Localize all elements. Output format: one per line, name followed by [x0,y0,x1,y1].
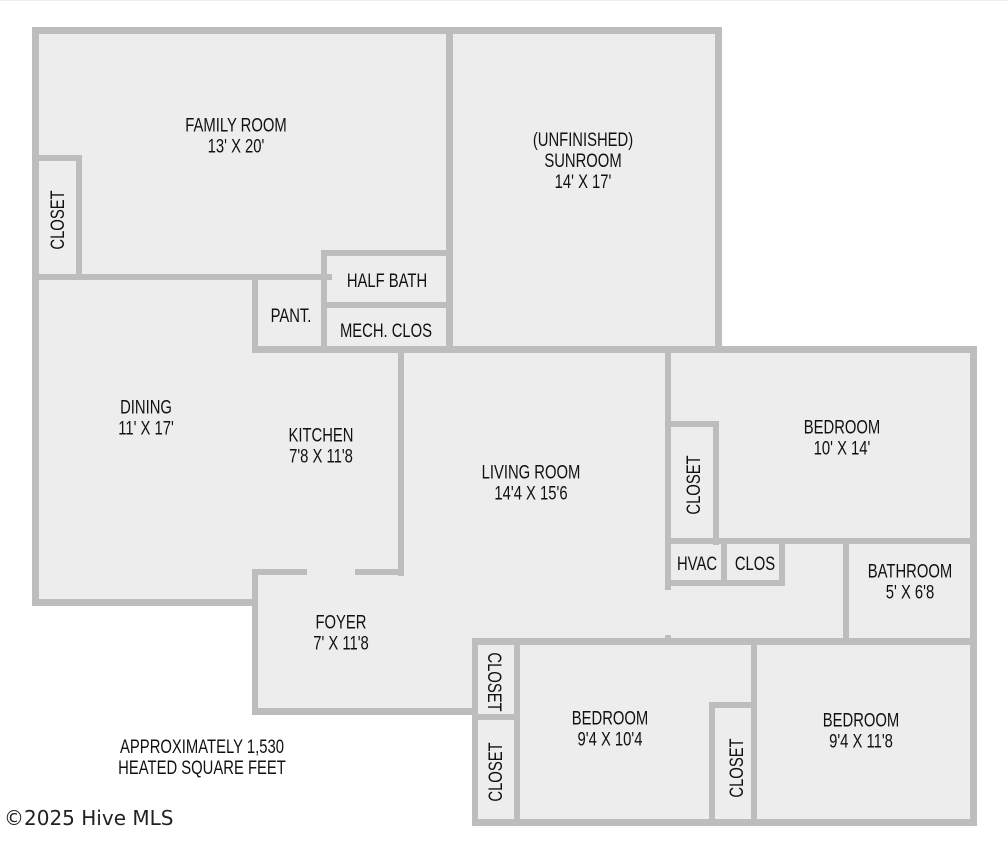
room-label-closet-bedroom2: CLOSET [485,742,506,801]
room-name: FOYER [316,612,367,633]
room-name: BEDROOM [823,710,899,731]
room-label-closet-foyer: CLOSET [484,652,505,711]
room-size: 9'4 X 10'4 [578,729,643,750]
room-size: 14'4 X 15'6 [494,483,567,504]
room-name: CLOSET [726,738,747,797]
room-name: BATHROOM [868,561,952,582]
walls [32,27,977,826]
room-name: KITCHEN [289,425,354,446]
room-label-closet-family: CLOSET [47,190,68,249]
room-name: CLOSET [485,742,506,801]
room-size: 7'8 X 11'8 [289,446,353,467]
room-label-closet-bedroom3: CLOSET [726,738,747,797]
room-size: 11' X 17' [118,418,174,439]
room-label-clos: CLOS [735,553,775,574]
room-label-hvac: HVAC [677,553,717,574]
room-name: MECH. CLOS [340,320,432,341]
room-name: CLOSET [683,455,704,514]
room-name: CLOSET [484,652,505,711]
room-name: CLOS [735,553,775,574]
room-size: 9'4 X 11'8 [829,731,893,752]
copyright-watermark: ©2025 Hive MLS [4,806,174,830]
room-size: 10' X 14' [814,438,871,459]
room-label-mech-closet: MECH. CLOS [340,320,432,341]
room-size: 14' X 17' [555,171,612,192]
top-divider [0,0,1008,1]
room-name: DINING [120,397,172,418]
room-name: FAMILY ROOM [185,115,286,136]
room-name: SUNROOM [544,150,621,171]
room-size: 13' X 20' [208,136,265,157]
room-name: BEDROOM [804,417,880,438]
area-note-line2: HEATED SQUARE FEET [118,758,286,779]
room-name: BEDROOM [572,708,648,729]
room-name: (UNFINISHED) [533,129,633,150]
room-name: LIVING ROOM [482,462,581,483]
room-size: 5' X 6'8 [886,582,934,603]
floor-fills [33,28,977,825]
room-name: HALF BATH [347,270,427,291]
room-size: 7' X 11'8 [313,633,369,654]
room-label-closet-bedroom1: CLOSET [683,455,704,514]
room-label-half-bath: HALF BATH [347,270,427,291]
area-note-line1: APPROXIMATELY 1,530 [120,737,284,758]
room-name: CLOSET [47,190,68,249]
room-name: HVAC [677,553,717,574]
room-label-pantry: PANT. [271,305,312,326]
area-note: APPROXIMATELY 1,530 HEATED SQUARE FEET [108,737,295,779]
room-name: PANT. [271,305,312,326]
